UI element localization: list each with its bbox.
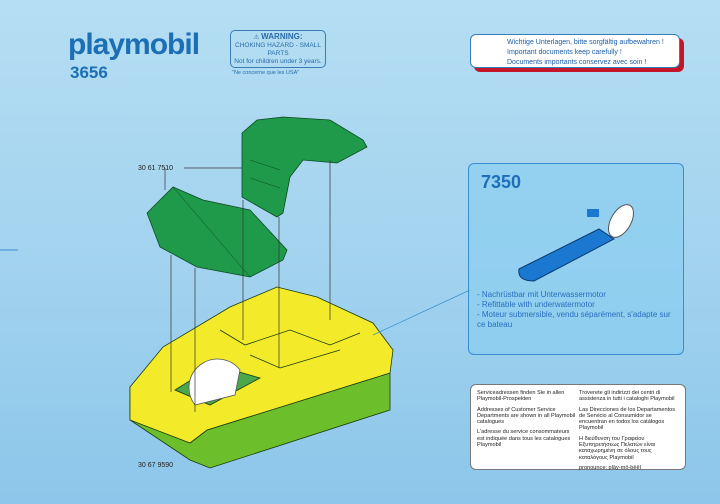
service-text: Troverete gli indirizzi dei centri di as…	[579, 390, 675, 403]
warning-triangle-icon: ⚠	[253, 34, 262, 41]
seat-backrest	[241, 116, 368, 218]
service-text: Η διεύθυνση του Γραφείου Εξυπηρετήσεως Π…	[579, 435, 656, 461]
service-text: Addresses of Customer Service Department…	[477, 406, 576, 426]
service-text: L'adresse du service consommateurs est i…	[477, 429, 571, 449]
pronunciation: pronounce: plāy-mō-bēēl	[579, 464, 641, 471]
accessory-number: 7350	[481, 172, 522, 192]
seat-front	[146, 186, 288, 278]
keep-documents-notice: Wichtige Unterlagen, bitte sorgfältig au…	[470, 34, 680, 68]
accessory-description: - Nachrüstbar mit Unterwassermotor - Ref…	[477, 290, 677, 330]
description-line: - Nachrüstbar mit Unterwassermotor	[477, 290, 606, 299]
notice-line: Wichtige Unterlagen, bitte sorgfältig au…	[507, 39, 664, 46]
playmobil-logo: playmobil	[68, 28, 200, 61]
warning-title: WARNING:	[261, 32, 303, 41]
service-text: Las Direcciones de los Departamentos de …	[579, 406, 676, 432]
accessory-panel: 7350 - Nachrüstbar mit Unterwassermotor …	[468, 163, 684, 355]
warning-line: CHOKING HAZARD - SMALL PARTS	[235, 42, 321, 57]
service-info-box: Serviceadressen finden Sie in allen Play…	[470, 384, 686, 471]
underwater-motor-image	[518, 204, 634, 282]
warning-box: ⚠ WARNING: CHOKING HAZARD - SMALL PARTS …	[230, 30, 326, 68]
set-number: 3656	[70, 63, 108, 82]
description-line: - Refittable with underwatermotor	[477, 300, 595, 309]
warning-line: Not for children under 3 years.	[234, 58, 322, 65]
notice-line: Documents importants conservez avec soin…	[507, 59, 647, 66]
usa-note: "Ne concerne que les USA"	[232, 70, 300, 76]
part-number-seat: 30 61 7510	[138, 165, 174, 172]
description-line: - Moteur submersible, vendu séparément, …	[477, 310, 671, 329]
assembly-arrows	[164, 160, 471, 412]
service-text: Serviceadressen finden Sie in allen Play…	[477, 390, 565, 403]
notice-line: Important documents keep carefully !	[507, 49, 622, 56]
hull	[129, 286, 394, 469]
part-number-hull: 30 67 9590	[138, 462, 174, 469]
